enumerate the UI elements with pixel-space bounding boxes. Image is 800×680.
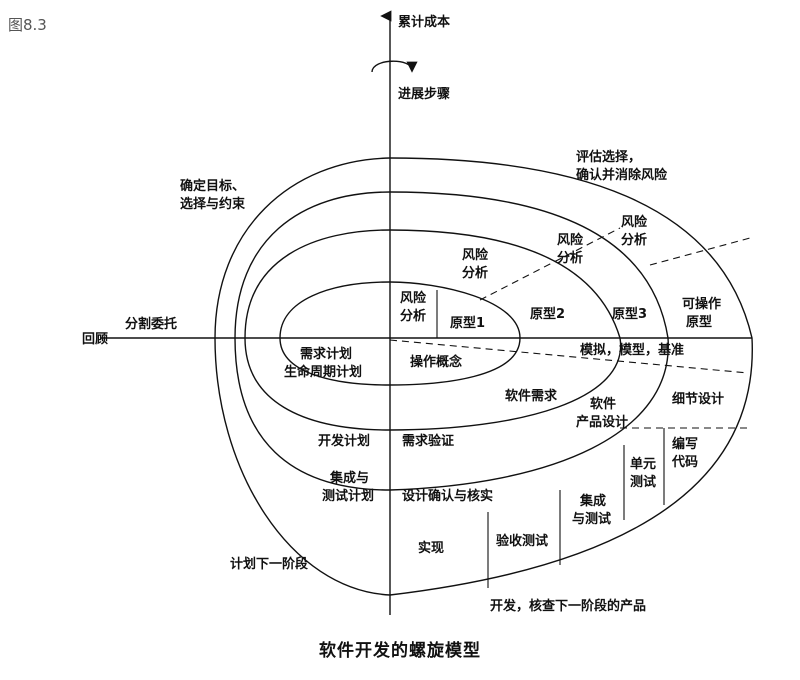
- dev-plan: 开发计划: [318, 433, 370, 449]
- operation-concept: 操作概念: [410, 354, 462, 370]
- integration-test-plan-line-2: 测试计划: [322, 488, 374, 504]
- design-validation: 设计确认与核实: [402, 488, 493, 504]
- operational-prototype-line-2: 原型: [686, 314, 712, 330]
- detailed-design: 细节设计: [672, 391, 724, 407]
- risk-3-line-2: 分析: [557, 250, 583, 266]
- risk-3-line-1: 风险: [557, 232, 584, 248]
- prototype-1: 原型1: [450, 315, 485, 331]
- unit-test-line-2: 测试: [630, 474, 656, 490]
- unit-test-line-1: 单元: [630, 456, 656, 472]
- acceptance-test: 验收测试: [496, 533, 548, 549]
- risk-1-line-1: 风险: [400, 290, 427, 306]
- quadrant-top-left-line-2: 选择与约束: [180, 196, 246, 212]
- partition-label: 分割委托: [125, 316, 177, 332]
- code-line-1: 编写: [672, 436, 698, 452]
- quadrant-bottom-left: 计划下一阶段: [230, 556, 308, 572]
- risk-1-line-2: 分析: [400, 308, 426, 324]
- figure-number: 图8.3: [8, 16, 47, 34]
- figure-caption: 软件开发的螺旋模型: [319, 641, 481, 661]
- prototype-2: 原型2: [530, 306, 565, 322]
- quadrant-top-right-line-1: 评估选择，: [576, 149, 641, 165]
- integration-test-line-1: 集成: [579, 493, 606, 509]
- cost-axis-label: 累计成本: [398, 14, 450, 30]
- dashed-boundary-1: [479, 227, 621, 301]
- code-line-2: 代码: [671, 454, 698, 470]
- review-label: 回顾: [82, 332, 108, 347]
- simulation-label: 模拟，模型，基准: [580, 342, 684, 358]
- risk-4-line-1: 风险: [621, 214, 648, 230]
- dashed-boundary-2: [649, 237, 751, 266]
- risk-2-line-2: 分析: [462, 265, 488, 281]
- risk-2-line-1: 风险: [462, 247, 489, 263]
- requirements-plan-line-1: 需求计划: [300, 346, 352, 362]
- product-design-line-1: 软件: [590, 396, 616, 412]
- risk-4-line-2: 分析: [621, 232, 647, 248]
- quadrant-top-right-line-2: 确认并消除风险: [576, 167, 668, 183]
- requirements-plan-line-2: 生命周期计划: [284, 364, 362, 380]
- integration-test-plan-line-1: 集成与: [329, 470, 369, 486]
- spiral-loop-1: [279, 281, 521, 386]
- requirements-validation: 需求验证: [402, 433, 454, 449]
- rotation-arrow-icon: [371, 60, 418, 73]
- quadrant-top-left-line-1: 确定目标、: [180, 178, 245, 194]
- progress-label: 进展步骤: [398, 86, 450, 102]
- quadrant-bottom-right: 开发，核查下一阶段的产品: [490, 598, 646, 614]
- implementation: 实现: [418, 540, 444, 556]
- software-requirements: 软件需求: [505, 388, 558, 404]
- operational-prototype-line-1: 可操作: [682, 296, 721, 312]
- prototype-3: 原型3: [612, 306, 647, 322]
- integration-test-line-2: 与测试: [572, 511, 611, 527]
- spiral-loop-4: [214, 157, 753, 596]
- product-design-line-2: 产品设计: [576, 414, 628, 430]
- spiral-loop-2: [244, 229, 622, 431]
- spiral-loop-3: [234, 191, 669, 491]
